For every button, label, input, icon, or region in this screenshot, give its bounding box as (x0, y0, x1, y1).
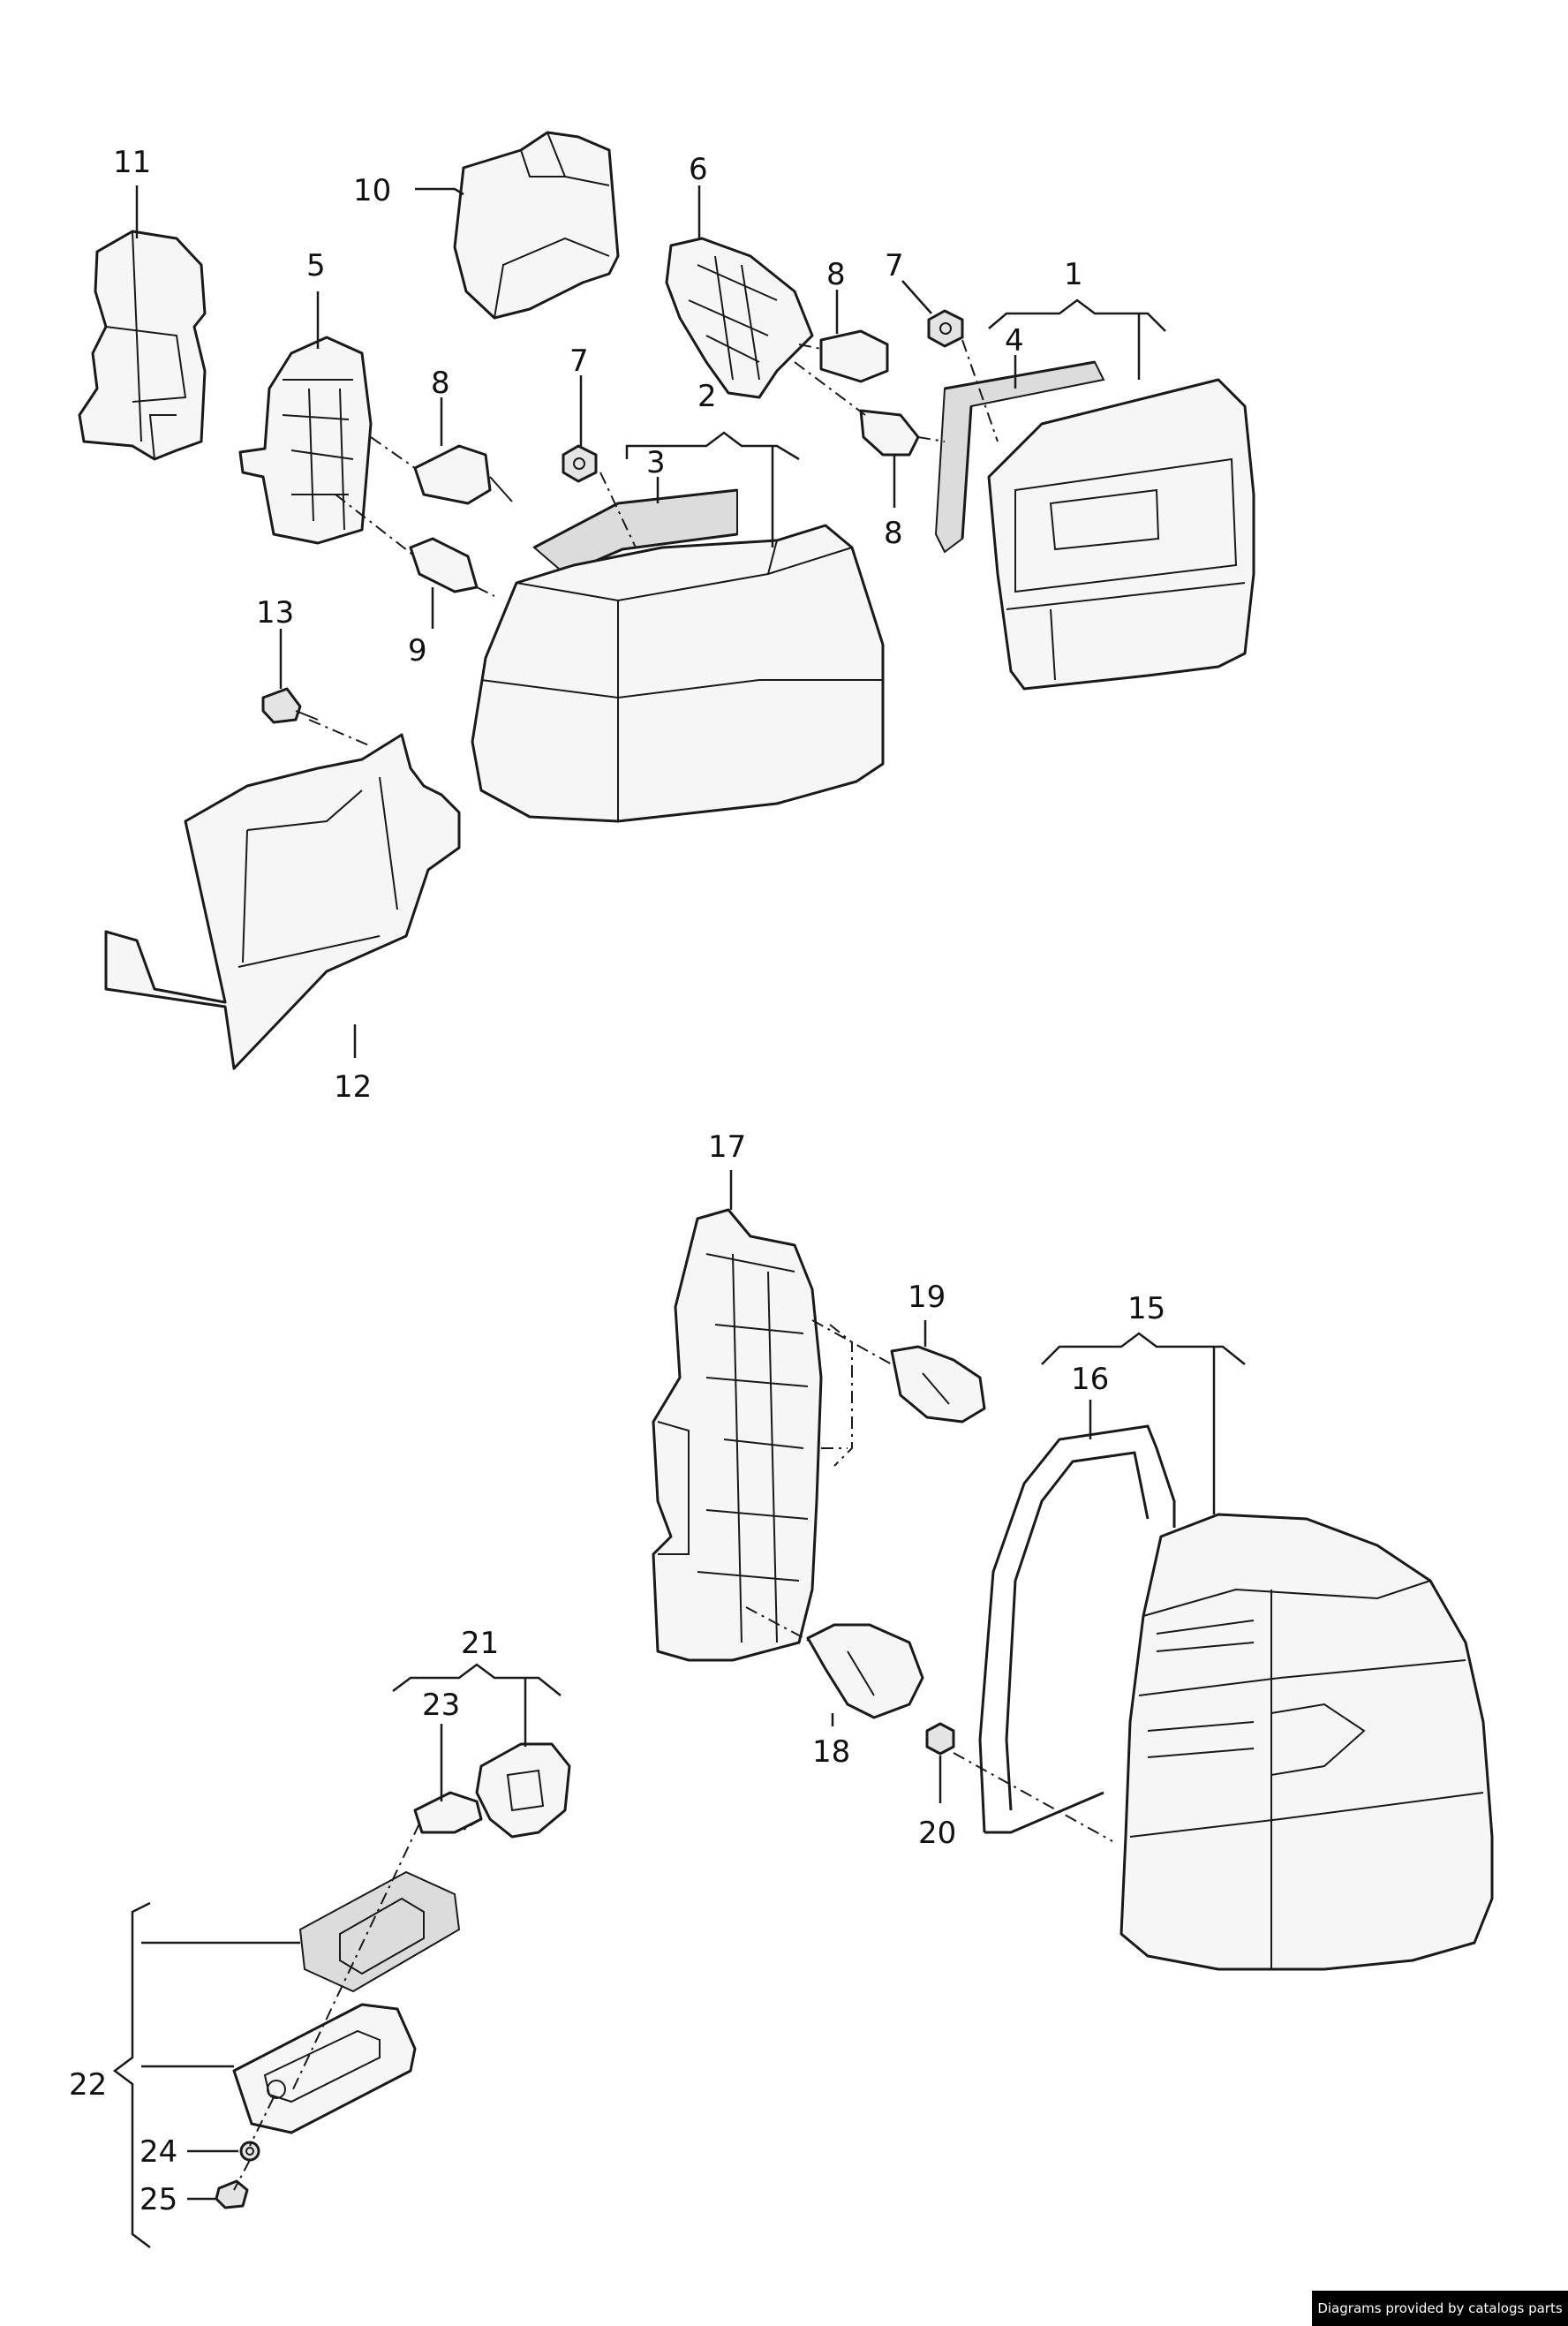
part-15-tail-light (1119, 1513, 1494, 1971)
callout-8-b: 8 (826, 257, 846, 292)
part-7-nut-b (927, 309, 964, 348)
part-23-bulb (413, 1791, 483, 1834)
part-22-lamp-housing (232, 2003, 417, 2134)
part-20-nut (925, 1722, 955, 1756)
part-8-bulb-b (819, 329, 889, 383)
attribution-footer: Diagrams provided by catalogs parts (1312, 2291, 1568, 2326)
part-7-nut-a (562, 444, 598, 483)
callout-15: 15 (1127, 1291, 1165, 1326)
part-10-cover (453, 131, 620, 320)
callout-labels: 11 10 5 8 7 6 8 7 1 4 2 3 8 9 13 12 17 1… (69, 145, 1165, 2217)
part-16-gasket (978, 1424, 1176, 1834)
callout-3: 3 (646, 445, 666, 480)
callout-6: 6 (689, 152, 708, 187)
callout-8-c: 8 (884, 516, 903, 551)
callout-19: 19 (908, 1280, 946, 1315)
top-alignment-lines (308, 339, 999, 747)
callout-18: 18 (812, 1734, 850, 1770)
part-12-bracket (104, 733, 461, 1070)
part-11-cover (78, 230, 207, 461)
part-2-tail-light (471, 524, 885, 823)
callout-1: 1 (1064, 257, 1083, 292)
part-1-inner-light (987, 378, 1255, 691)
part-21-socket (475, 1742, 571, 1839)
callout-9: 9 (408, 633, 427, 668)
callout-4: 4 (1005, 323, 1024, 359)
part-25-screw (215, 2179, 249, 2209)
part-19-bulb (890, 1345, 986, 1424)
part-5-bulb-holder (238, 336, 373, 545)
part-22-gasket-plate (298, 1870, 461, 1993)
callout-17: 17 (708, 1129, 746, 1165)
part-18-bulb (806, 1623, 924, 1719)
part-4-gasket (934, 360, 1105, 554)
callout-7-a: 7 (569, 344, 589, 379)
callout-8-a: 8 (431, 366, 450, 401)
leader-lines (112, 185, 1246, 2248)
callout-23: 23 (422, 1688, 460, 1723)
callout-24: 24 (139, 2134, 177, 2170)
callout-2: 2 (697, 379, 717, 414)
callout-25: 25 (139, 2182, 177, 2217)
callout-13: 13 (256, 595, 294, 631)
part-8-bulb-a (413, 444, 513, 505)
callout-16: 16 (1071, 1362, 1109, 1397)
part-9-bulb (409, 537, 479, 593)
part-17-bulb-carrier (652, 1208, 823, 1662)
part-24-washer (239, 2141, 260, 2162)
part-13-screw (261, 687, 319, 724)
bottom-left-alignment-lines (233, 1818, 482, 2191)
part-8-bulb-c (859, 409, 920, 457)
callout-12: 12 (334, 1069, 372, 1105)
callout-21: 21 (461, 1626, 499, 1661)
bottom-right-alignment-lines (745, 1319, 1113, 1842)
callout-7-b: 7 (885, 248, 904, 283)
callout-10: 10 (353, 173, 391, 208)
callout-11: 11 (113, 145, 151, 180)
callout-20: 20 (918, 1816, 956, 1851)
part-6-bulb-holder (665, 237, 814, 399)
callout-22: 22 (69, 2067, 107, 2103)
callout-5: 5 (306, 248, 326, 283)
